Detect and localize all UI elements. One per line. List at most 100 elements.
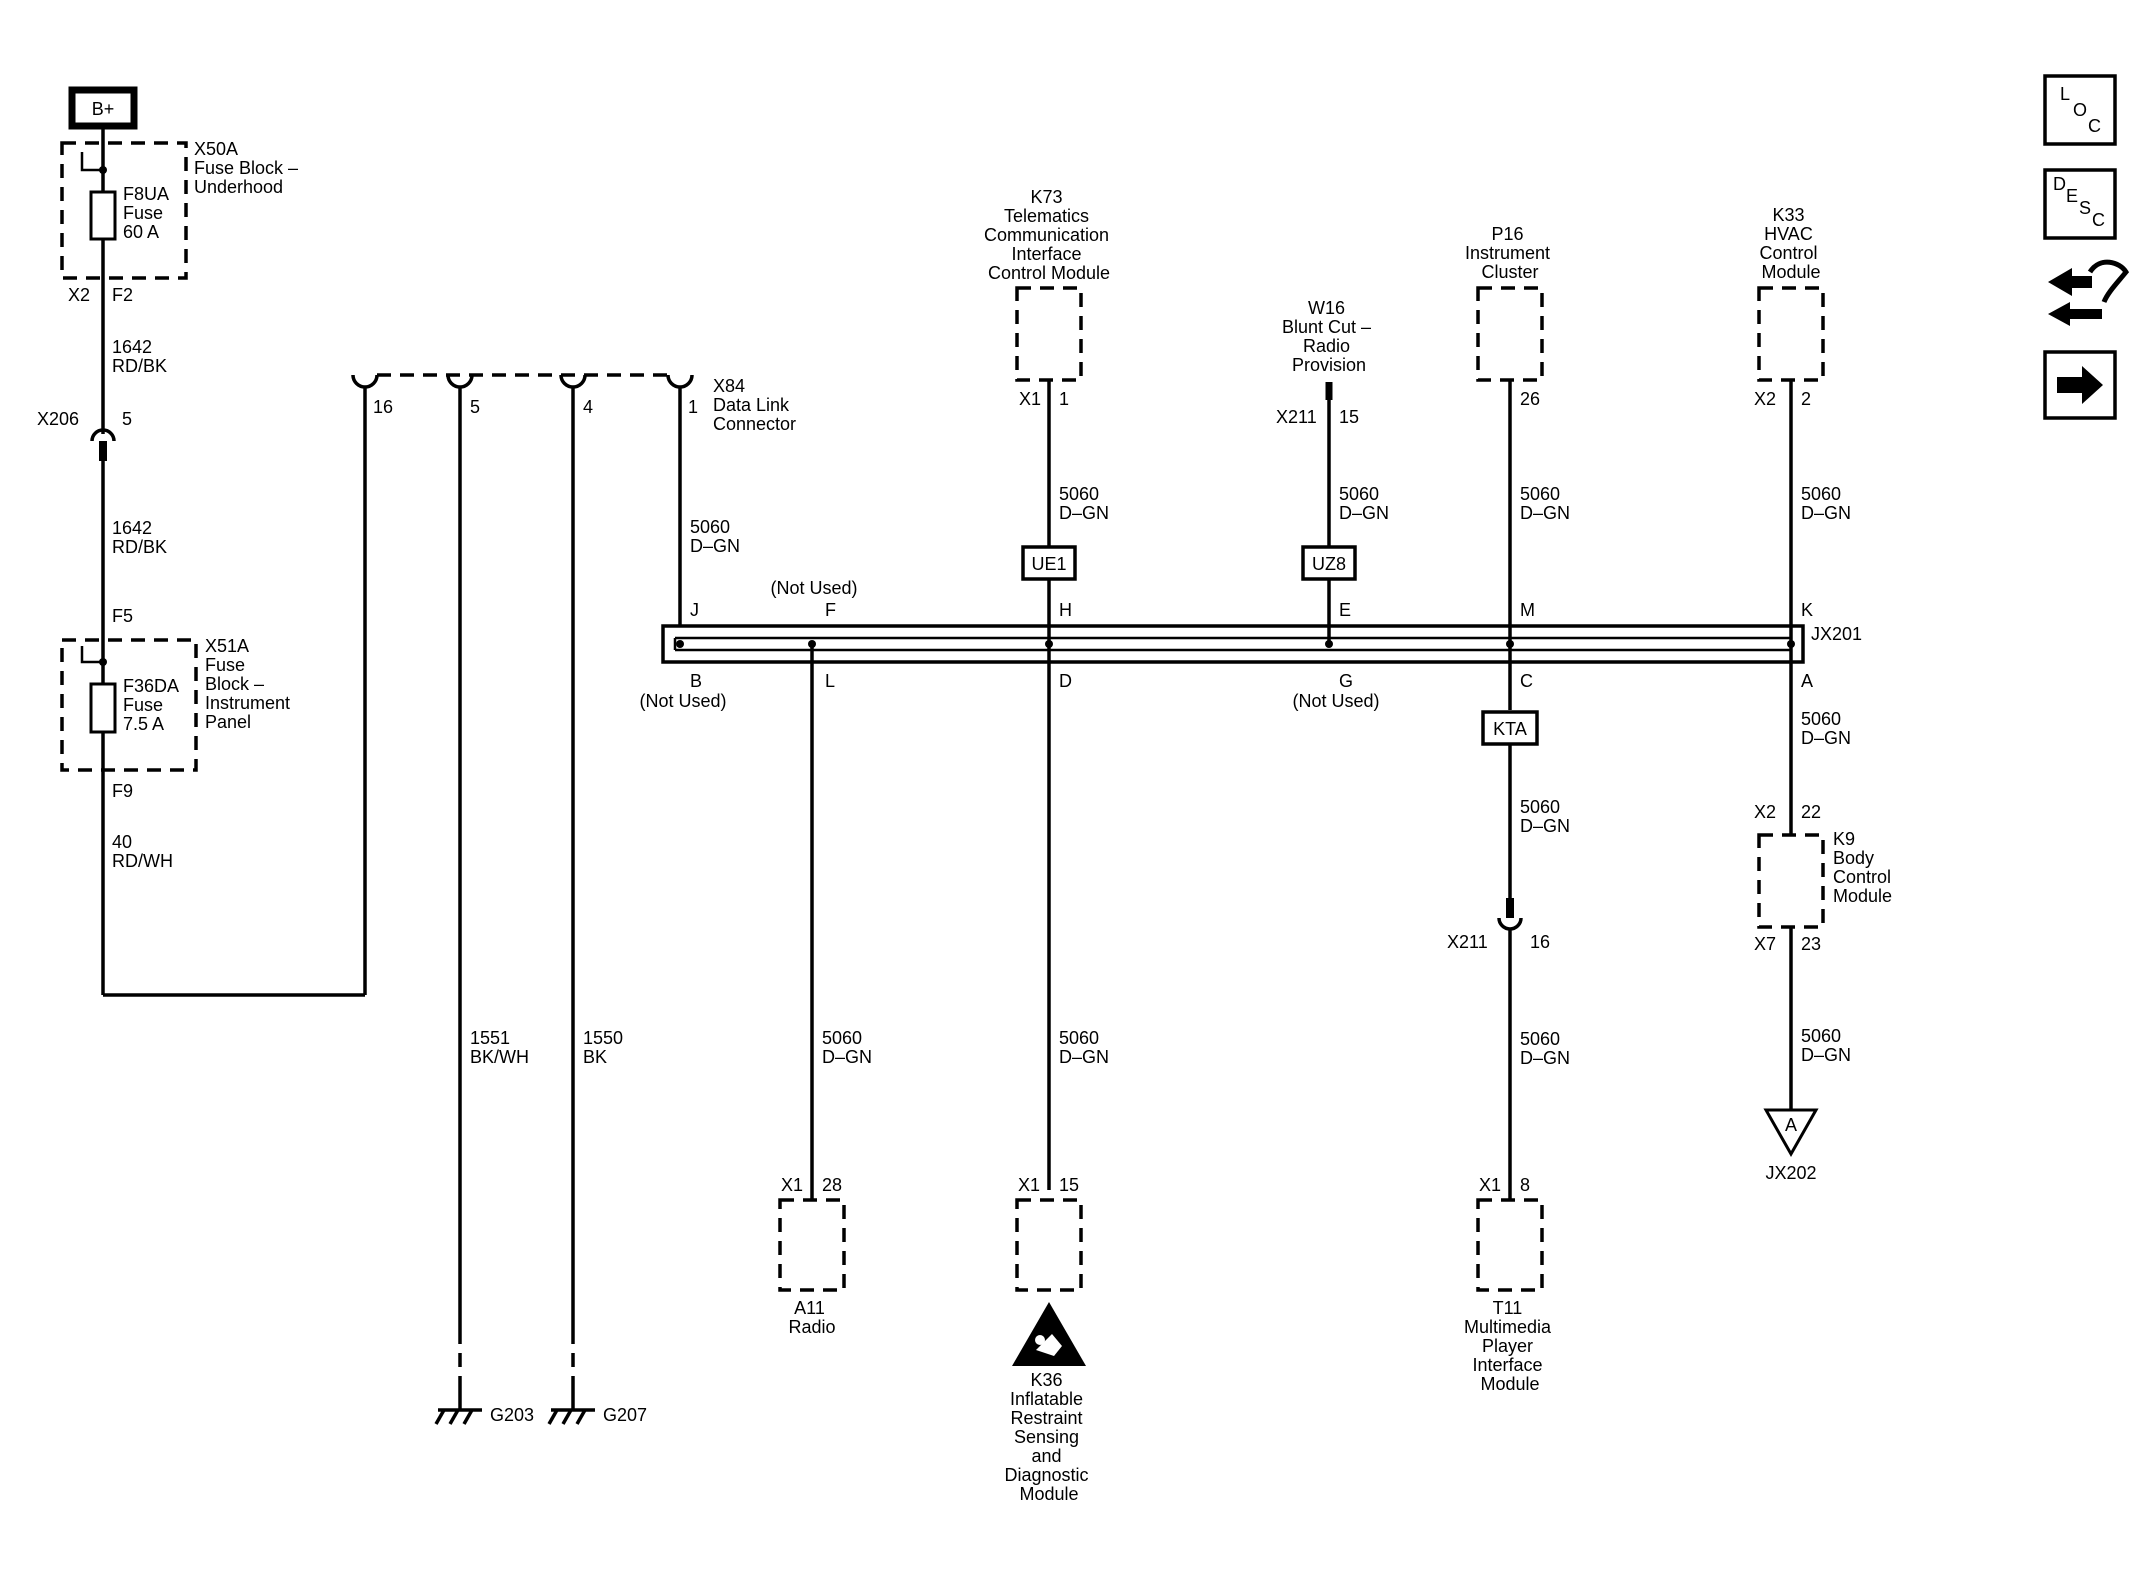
dlc-pin-16-label: 16	[373, 397, 393, 417]
k33-label: K33 HVAC Control Module	[1759, 205, 1822, 282]
splice-pin-j: J	[690, 600, 699, 620]
k9-label: K9 Body Control Module	[1833, 829, 1896, 906]
k33-wire-label: 5060 D–GN	[1801, 484, 1851, 523]
bus-bar-stub-2	[80, 646, 103, 664]
a11-pin: 28	[822, 1175, 842, 1195]
splice-pin-h: H	[1059, 600, 1072, 620]
option-kta-label: KTA	[1493, 719, 1527, 739]
w16-connector: X211	[1276, 407, 1317, 427]
k36-module-outline	[1015, 1198, 1083, 1292]
splice-pin-c: C	[1520, 671, 1533, 691]
x211-pin: 16	[1530, 932, 1550, 952]
k36-pin: 15	[1059, 1175, 1079, 1195]
location-letter-c: C	[2088, 116, 2101, 136]
description-letter-e: E	[2066, 186, 2078, 206]
k33-connector: X2	[1754, 389, 1776, 409]
dlc-pin-1-label: 1	[688, 397, 698, 417]
location-button[interactable]: L O C	[2043, 74, 2117, 146]
location-letter-l: L	[2060, 84, 2070, 104]
x206-pin: 5	[122, 409, 132, 429]
x51a-pin-f9: F9	[112, 781, 133, 801]
w16-label: W16 Blunt Cut – Radio Provision	[1282, 298, 1376, 375]
fuse-f36da-label: F36DA Fuse 7.5 A	[123, 676, 183, 734]
option-ue1-badge	[1021, 545, 1077, 581]
t11-connector: X1	[1479, 1175, 1501, 1195]
dlc-label: X84 Data Link Connector	[713, 376, 796, 434]
ground-g203-label: G203	[490, 1405, 534, 1425]
t11-module-outline	[1476, 1198, 1544, 1292]
w16-pin: 15	[1339, 407, 1359, 427]
k36-wire-label: 5060 D–GN	[1059, 1028, 1109, 1067]
option-uz8-badge	[1301, 545, 1357, 581]
dlc-pin-4-label: 4	[583, 397, 593, 417]
splice-jx201-label: JX201	[1811, 624, 1862, 644]
wire-1642-label-b: 1642 RD/BK	[112, 518, 167, 557]
description-letter-d: D	[2053, 174, 2066, 194]
x50a-pin-f2: F2	[112, 285, 133, 305]
fuse-block-x50a-outline	[60, 141, 188, 280]
wire-40-label: 40 RD/WH	[112, 832, 173, 871]
x206-connector: X206	[37, 409, 79, 429]
a11-module-outline	[778, 1198, 846, 1292]
k73-pin: 1	[1059, 389, 1069, 409]
fuse-f8ua-icon	[89, 190, 117, 241]
wire-1642-label-a: 1642 RD/BK	[112, 337, 167, 376]
ground-g207-label: G207	[603, 1405, 647, 1425]
k9-wire-upper-label: 5060 D–GN	[1801, 709, 1851, 748]
wire-1551-label: 1551 BK/WH	[470, 1028, 529, 1067]
splice-pin-l: L	[825, 671, 835, 691]
splice-pin-e: E	[1339, 600, 1351, 620]
k9-connector-bottom: X7	[1754, 934, 1776, 954]
dlc-pin-1	[666, 374, 694, 632]
splice-node-j	[676, 640, 684, 648]
offpage-jx202-label: JX202	[1765, 1163, 1816, 1183]
x211-connector: X211	[1447, 932, 1488, 952]
k9-pin-top: 22	[1801, 802, 1821, 822]
connector-end-view-icon[interactable]	[2048, 259, 2130, 326]
w16-wire-label: 5060 D–GN	[1339, 484, 1389, 523]
a11-connector: X1	[781, 1175, 803, 1195]
x211-connector-icon	[1497, 917, 1523, 931]
k9-connector-top: X2	[1754, 802, 1776, 822]
option-uz8-label: UZ8	[1312, 554, 1346, 574]
p16-wire-label: 5060 D–GN	[1520, 484, 1570, 523]
k33-pin: 2	[1801, 389, 1811, 409]
splice-pin-g-not-used: (Not Used)	[1292, 691, 1379, 711]
splice-pin-f: F	[825, 600, 836, 620]
dlc-pin-4	[559, 374, 587, 1385]
x51a-pin-f5: F5	[112, 606, 133, 626]
offpage-connector-letter: A	[1785, 1115, 1797, 1135]
splice-pin-k: K	[1801, 600, 1813, 620]
k9-wire-lower-label: 5060 D–GN	[1801, 1026, 1851, 1065]
fuse-block-x50a-label: X50A Fuse Block – Underhood	[194, 139, 303, 197]
description-button[interactable]: D E S C	[2043, 168, 2117, 240]
x211-pin-icon	[1506, 898, 1514, 918]
splice-pin-g: G	[1339, 671, 1353, 691]
splice-pin-m: M	[1520, 600, 1535, 620]
bus-bar-stub	[80, 152, 103, 172]
x206-pin-icon	[99, 441, 107, 461]
ground-g203-icon	[434, 1385, 482, 1425]
k36-label: K36 Inflatable Restraint Sensing and Dia…	[1004, 1370, 1093, 1504]
description-letter-c: C	[2092, 210, 2105, 230]
option-ue1-label: UE1	[1031, 554, 1066, 574]
dlc-pin-5-label: 5	[470, 397, 480, 417]
t11-pin: 8	[1520, 1175, 1530, 1195]
dlc-can-wire-label: 5060 D–GN	[690, 517, 740, 556]
k33-module-outline	[1757, 286, 1825, 382]
splice-pin-d: D	[1059, 671, 1072, 691]
x50a-connector: X2	[68, 285, 90, 305]
fuse-f36da-icon	[89, 682, 117, 734]
next-page-arrow-icon[interactable]	[2043, 350, 2117, 420]
k9-pin-bottom: 23	[1801, 934, 1821, 954]
k73-label: K73 Telematics Communication Interface C…	[984, 187, 1114, 283]
dlc-pin-5	[446, 374, 474, 1385]
wire-1550-label: 1550 BK	[583, 1028, 628, 1067]
fuse-f8ua-label: F8UA Fuse 60 A	[123, 184, 173, 242]
p16-label: P16 Instrument Cluster	[1465, 224, 1555, 282]
a11-label: A11 Radio	[788, 1298, 835, 1337]
battery-label: B+	[92, 99, 115, 119]
k36-connector: X1	[1018, 1175, 1040, 1195]
fuse-block-x51a-outline	[60, 638, 198, 772]
